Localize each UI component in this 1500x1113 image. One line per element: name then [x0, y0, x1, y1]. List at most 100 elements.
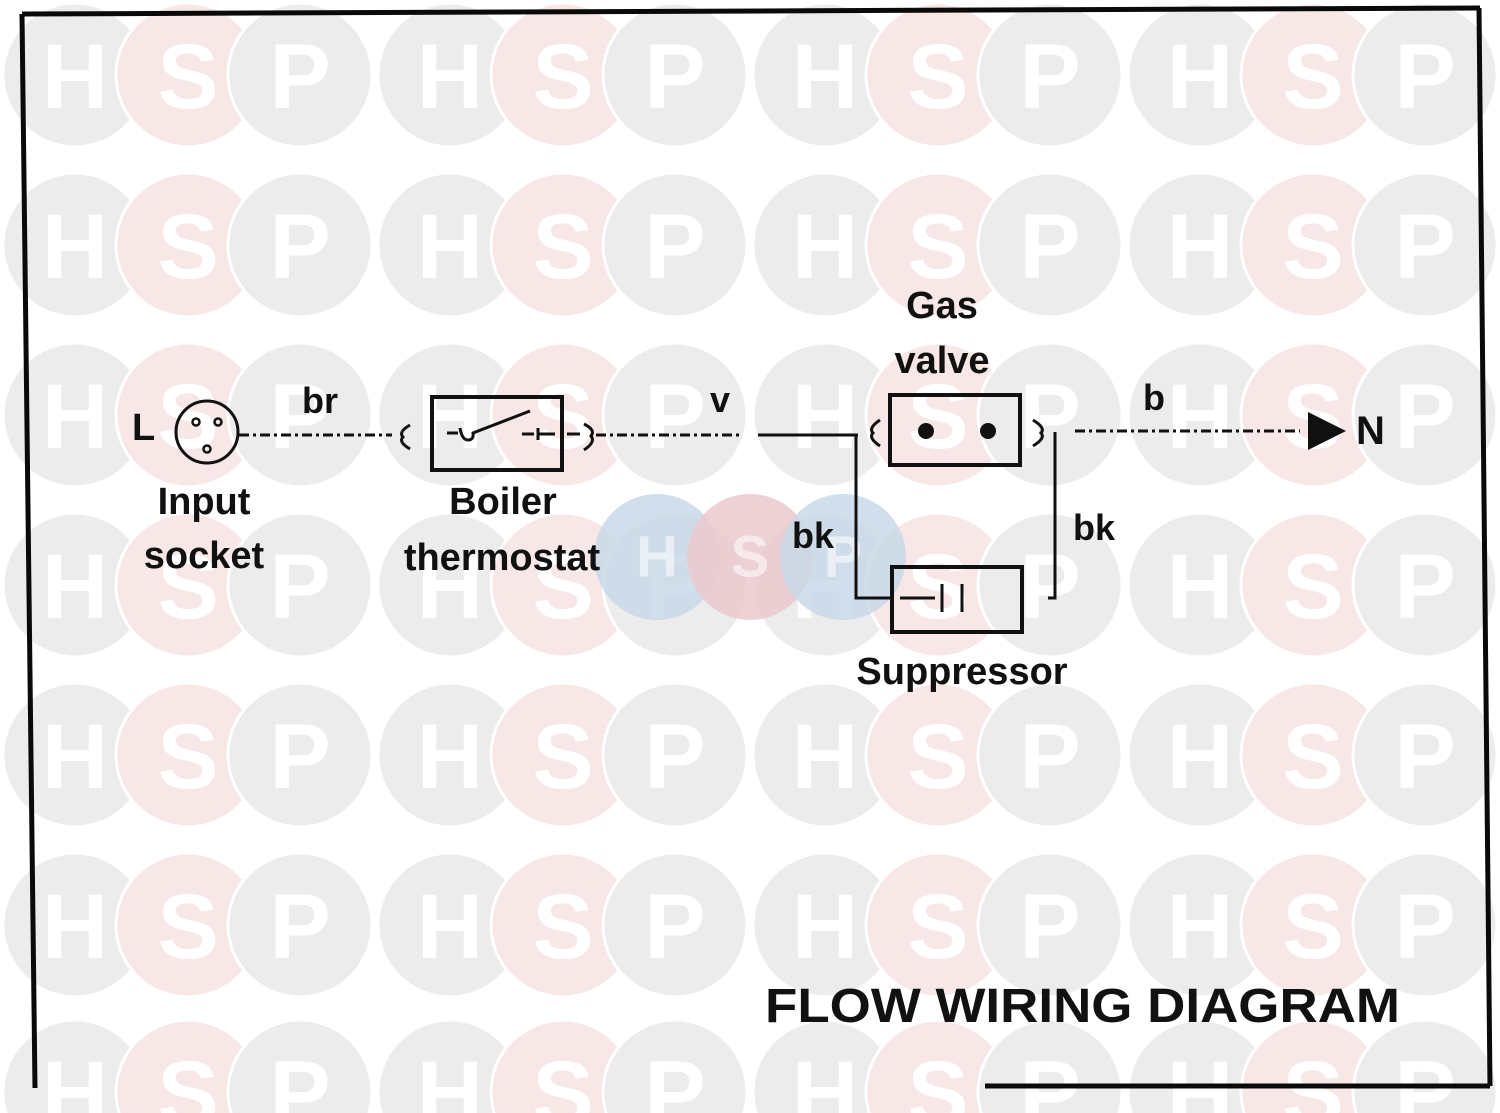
watermark-letter: P	[644, 706, 705, 808]
watermark-circle	[226, 341, 374, 489]
watermark-circle	[226, 511, 374, 659]
watermark-letter: P	[269, 366, 330, 468]
watermark-letter: S	[532, 196, 593, 298]
frame-left-edge	[19, 13, 38, 1089]
frame-top-edge	[21, 5, 1481, 17]
watermark-letter: S	[907, 1043, 968, 1113]
watermark-circle	[1351, 1, 1499, 149]
watermark-letter: S	[907, 26, 968, 128]
watermark-letter: P	[644, 196, 705, 298]
watermark-circle	[1351, 681, 1499, 829]
watermark-circle	[226, 851, 374, 999]
wire-blue: b	[1075, 377, 1300, 433]
valve-left-connector	[870, 418, 881, 448]
valve-terminal-1	[918, 423, 934, 439]
suppressor[interactable]: bk bk Suppressor	[792, 432, 1116, 693]
watermark-letter: H	[42, 26, 108, 128]
watermark-letter: P	[644, 366, 705, 468]
watermark-letter: S	[532, 876, 593, 978]
capacitor-icon	[900, 584, 964, 612]
watermark-letter: P	[269, 536, 330, 638]
watermark-letter: H	[1167, 1043, 1233, 1113]
watermark-letter: H	[792, 1043, 858, 1113]
watermark-letter: S	[907, 706, 968, 808]
watermark-letter: S	[532, 536, 593, 638]
gas-valve[interactable]: Gas valve	[870, 285, 1044, 467]
watermark-letter: S	[157, 876, 218, 978]
input-socket-label-line2: socket	[144, 535, 265, 577]
watermark-circle	[976, 851, 1124, 999]
watermark-letter: P	[1394, 366, 1455, 468]
boiler-thermostat[interactable]: Boiler thermostat	[400, 395, 601, 579]
watermark-letter: H	[417, 196, 483, 298]
live-terminal-label: L	[132, 407, 155, 449]
watermark-letter: P	[1019, 536, 1080, 638]
watermark-letter: H	[42, 706, 108, 808]
watermark-circle	[226, 681, 374, 829]
watermark-circle	[601, 851, 749, 999]
wire-color-label-bk-right: bk	[1073, 507, 1116, 548]
watermark-letter: H	[1167, 876, 1233, 978]
watermark-letter: S	[1282, 876, 1343, 978]
watermark-letter: H	[792, 876, 858, 978]
thermostat-left-connector	[400, 423, 411, 451]
suppressor-box	[890, 565, 1024, 634]
wire-violet: v	[596, 379, 858, 437]
watermark-circle	[976, 171, 1124, 319]
wire-color-label-v: v	[710, 379, 730, 420]
watermark-letter: H	[417, 876, 483, 978]
watermark-letter: S	[907, 366, 968, 468]
watermark-letter: S	[157, 706, 218, 808]
center-watermark-letter-s: S	[731, 525, 770, 590]
watermark-circle	[601, 341, 749, 489]
boiler-thermostat-label-line2: thermostat	[404, 537, 601, 579]
watermark-letter: S	[907, 536, 968, 638]
watermark-letter: H	[417, 1043, 483, 1113]
wire-brown: br	[239, 380, 392, 437]
watermark-circle	[976, 1018, 1124, 1113]
watermark-letter: P	[1019, 876, 1080, 978]
thermostat-right-connector	[567, 422, 594, 452]
socket-icon	[174, 399, 240, 465]
neutral-terminal[interactable]: N	[1308, 409, 1385, 453]
watermark-letter: H	[42, 876, 108, 978]
center-watermark-circle-p	[780, 494, 906, 620]
watermark-letter: S	[1282, 536, 1343, 638]
input-socket[interactable]: L Input socket	[132, 399, 265, 577]
valve-terminal-2	[980, 423, 996, 439]
neutral-terminal-label: N	[1356, 409, 1385, 453]
wire-color-label-b: b	[1143, 377, 1165, 418]
watermark-letter: S	[907, 196, 968, 298]
gas-valve-label-line1: Gas	[906, 285, 978, 327]
watermark-letter: H	[417, 366, 483, 468]
valve-right-connector	[1032, 418, 1044, 448]
watermark-letter: P	[1394, 536, 1455, 638]
watermark-letter: S	[532, 26, 593, 128]
watermark-letter: H	[417, 706, 483, 808]
watermark-letter: H	[1167, 196, 1233, 298]
watermark-letter: P	[644, 26, 705, 128]
watermark-letter: H	[417, 536, 483, 638]
center-watermark-circle-s	[687, 494, 813, 620]
watermark-letter: S	[1282, 1043, 1343, 1113]
neutral-arrow-icon	[1308, 412, 1346, 450]
diagram-title: FLOW WIRING DIAGRAM	[765, 980, 1400, 1033]
watermark-letter: H	[792, 366, 858, 468]
watermark-letter: H	[42, 196, 108, 298]
watermark-circle	[601, 1, 749, 149]
watermark-letter: P	[1394, 706, 1455, 808]
watermark-circle	[601, 171, 749, 319]
switch-icon	[447, 409, 555, 442]
watermark-letter: P	[269, 26, 330, 128]
watermark-letter: P	[269, 1043, 330, 1113]
watermark-letter: H	[42, 1043, 108, 1113]
watermark-letter: P	[1394, 1043, 1455, 1113]
wire-suppressor-right-black	[1048, 432, 1057, 600]
watermark-letter: H	[1167, 706, 1233, 808]
watermark-letter: S	[1282, 196, 1343, 298]
watermark-letter: P	[1019, 26, 1080, 128]
watermark-circle	[1351, 171, 1499, 319]
watermark-circle	[976, 511, 1124, 659]
socket-pin-2	[213, 417, 223, 427]
